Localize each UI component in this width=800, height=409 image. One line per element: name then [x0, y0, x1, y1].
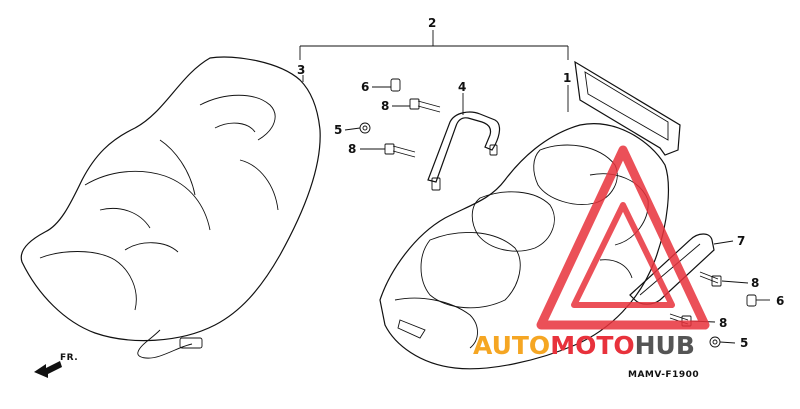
callout-1: 1 — [563, 71, 571, 85]
watermark-part-auto: AUTO — [473, 331, 550, 360]
watermark-logo — [536, 145, 710, 330]
callout-8-middle: 8 — [348, 142, 356, 156]
callout-8-upper: 8 — [381, 99, 389, 113]
callout-5-upper: 5 — [334, 123, 342, 137]
front-arrow-icon — [34, 361, 62, 378]
grab-handle-part-4 — [427, 111, 501, 191]
grommet-icon — [390, 78, 401, 92]
callout-4: 4 — [458, 80, 466, 94]
callout-6-upper: 6 — [361, 80, 369, 94]
bolt-icon — [699, 271, 722, 287]
callout-2: 2 — [428, 16, 436, 30]
callout-6-lower: 6 — [776, 294, 784, 308]
callout-5-lower: 5 — [740, 336, 748, 350]
bolt-icon — [409, 98, 441, 113]
bolt-icon — [384, 143, 416, 158]
nut-icon — [709, 336, 721, 348]
grommet-icon — [746, 294, 757, 307]
seat-cover-part-3 — [20, 56, 321, 359]
watermark-part-hub: HUB — [635, 331, 695, 360]
leader-lines — [299, 30, 770, 344]
diagram-code: MAMV-F1900 — [628, 370, 699, 380]
nut-icon — [359, 122, 371, 134]
callout-8-lower: 8 — [719, 316, 727, 330]
watermark-text: AUTOMOTOHUB — [473, 331, 695, 360]
callout-8-right: 8 — [751, 276, 759, 290]
callout-7: 7 — [737, 234, 745, 248]
front-marker-label: FR. — [60, 353, 78, 363]
watermark-part-moto: MOTO — [550, 331, 634, 360]
seat-assembly-part-1 — [379, 60, 681, 370]
callout-3: 3 — [297, 63, 305, 77]
